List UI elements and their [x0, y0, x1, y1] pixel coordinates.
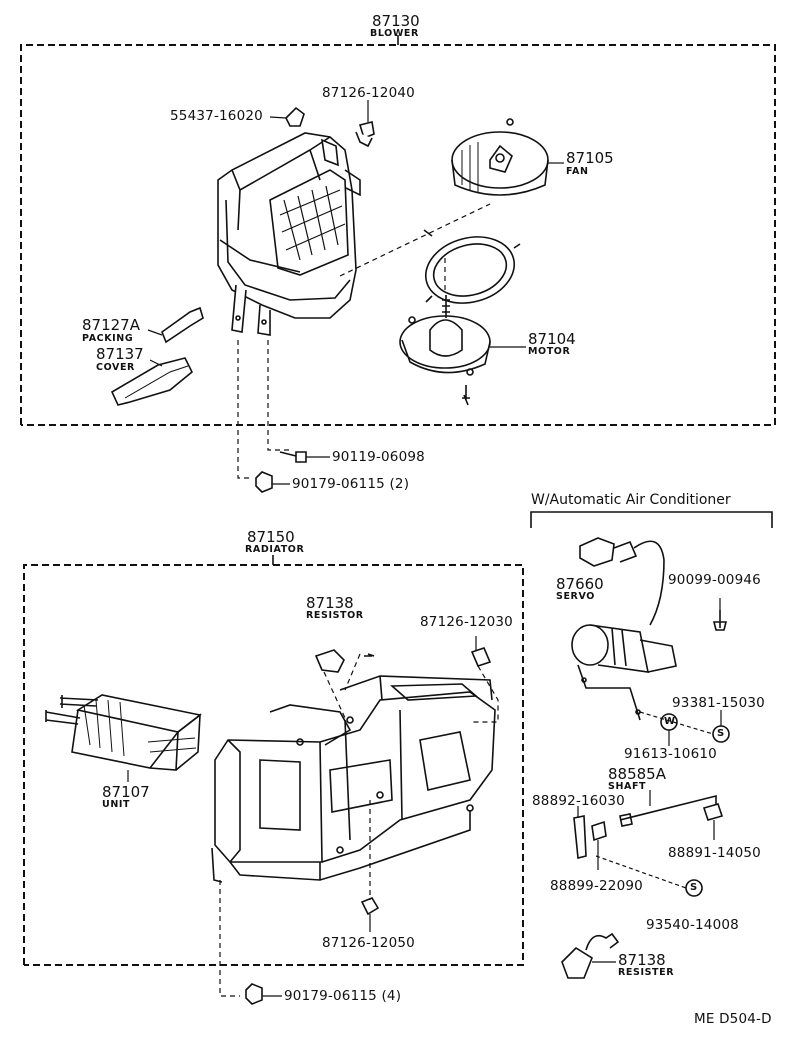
label-93381-15030: 93381-15030: [672, 695, 765, 711]
shaft-drawing: [619, 794, 717, 821]
blower-housing-drawing: [217, 132, 361, 336]
label-90179-06115-top: 90179-06115 (2): [292, 476, 410, 492]
label-87126-12050: 87126-12050: [322, 935, 415, 951]
nut-90179-bottom-drawing: [245, 983, 263, 1005]
radiator-part-number: 87150: [247, 528, 295, 546]
label-90119-06098: 90119-06098: [332, 449, 425, 465]
screw-90099-drawing: [712, 610, 728, 631]
clip-87126-12050-drawing: [360, 897, 380, 916]
figure-code: ME D504-D: [694, 1011, 772, 1027]
clip-87126-12040-drawing: [358, 121, 375, 140]
fan-drawing: [451, 118, 549, 196]
resister-label: RESISTER: [618, 967, 675, 978]
screw-s-symbol-bottom: [685, 879, 703, 897]
fan-label: FAN: [566, 166, 589, 177]
shaft-part-number: 88585A: [608, 765, 666, 783]
fan-part-number: 87105: [566, 149, 614, 167]
link-88892-drawing: [573, 815, 587, 860]
blower-part-number: 87130: [372, 12, 420, 30]
servo-drawing: [571, 537, 677, 721]
unit-label: UNIT: [102, 799, 131, 810]
auto-ac-heading: W/Automatic Air Conditioner: [531, 492, 731, 508]
cover-part-number: 87137: [96, 345, 144, 363]
unit-part-number: 87107: [102, 783, 150, 801]
washer-w-letter: W: [664, 716, 676, 727]
resistor-part-number: 87138: [306, 594, 354, 612]
clip-88891-drawing: [702, 803, 724, 821]
clip-88899-drawing: [591, 820, 607, 842]
screw-s-letter-bottom: S: [690, 882, 698, 893]
motor-drawing: [399, 295, 491, 406]
heater-core-drawing: [45, 694, 202, 771]
radiator-case-drawing: [211, 675, 496, 883]
label-93540-14008: 93540-14008: [646, 917, 739, 933]
label-55437-16020: 55437-16020: [170, 108, 263, 124]
radiator-group-frame: [23, 564, 524, 966]
resistor-87138-drawing: [314, 649, 345, 673]
motor-label: MOTOR: [528, 346, 571, 357]
clip-87126-12030-drawing: [470, 647, 492, 667]
auto-ac-bracket: [530, 511, 773, 528]
cover-label: COVER: [96, 362, 135, 373]
resistor-label: RESISTOR: [306, 610, 364, 621]
clip-55437-drawing: [285, 106, 305, 127]
motor-part-number: 87104: [528, 330, 576, 348]
label-91613-10610: 91613-10610: [624, 746, 717, 762]
blower-group-frame: [20, 44, 776, 426]
resister-part-number: 87138: [618, 951, 666, 969]
packing-drawing: [161, 306, 204, 344]
shaft-label: SHAFT: [608, 781, 647, 792]
nut-90179-top-drawing: [255, 471, 273, 493]
label-88891-14050: 88891-14050: [668, 845, 761, 861]
radiator-label: RADIATOR: [245, 544, 305, 555]
label-88899-22090: 88899-22090: [550, 878, 643, 894]
screw-90119-drawing: [279, 451, 307, 463]
label-87126-12040: 87126-12040: [322, 85, 415, 101]
gasket-drawing: [423, 229, 521, 304]
resister-87138-drawing: [561, 932, 620, 979]
packing-label: PACKING: [82, 333, 134, 344]
label-90179-06115-bottom: 90179-06115 (4): [284, 988, 402, 1004]
screw-s-letter-top: S: [717, 728, 725, 739]
servo-label: SERVO: [556, 591, 595, 602]
packing-part-number: 87127A: [82, 316, 140, 334]
cover-drawing: [110, 357, 194, 406]
label-88892-16030: 88892-16030: [532, 793, 625, 809]
blower-label: BLOWER: [370, 28, 419, 39]
label-87126-12030: 87126-12030: [420, 614, 513, 630]
servo-part-number: 87660: [556, 575, 604, 593]
label-90099-00946: 90099-00946: [668, 572, 761, 588]
